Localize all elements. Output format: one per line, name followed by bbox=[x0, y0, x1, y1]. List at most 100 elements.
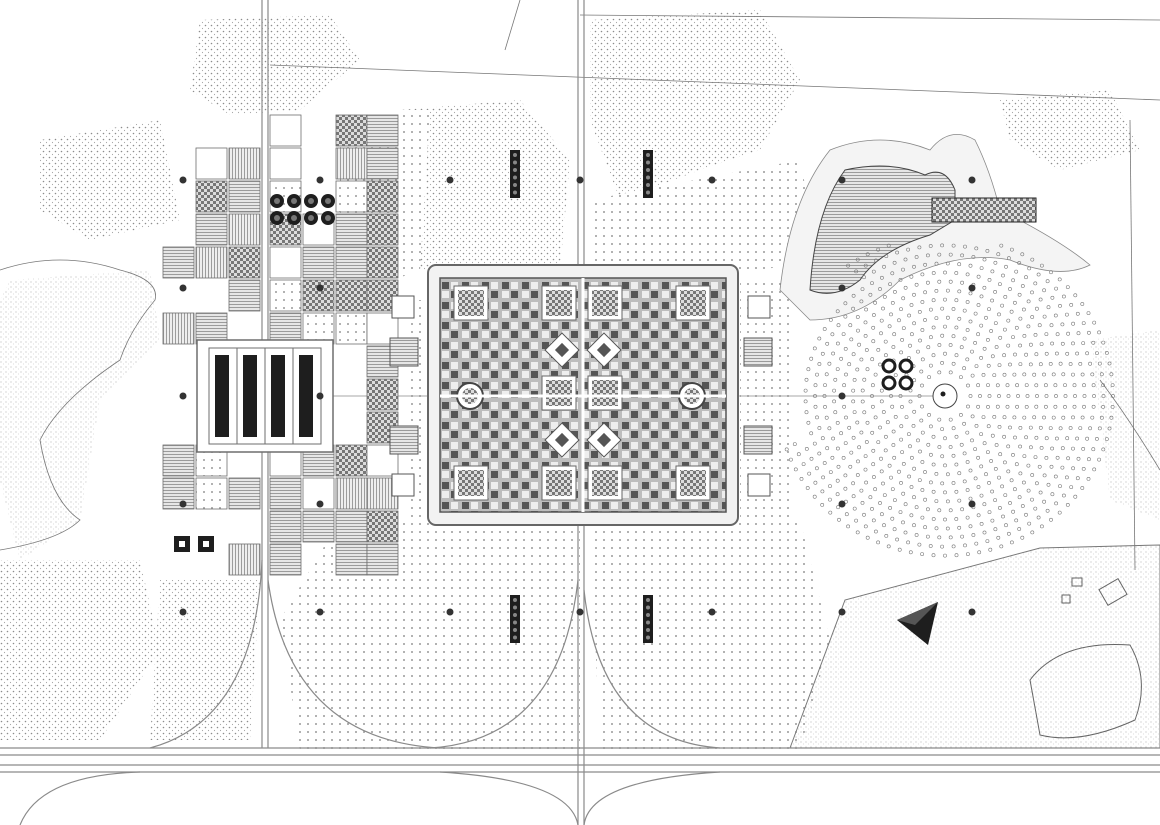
radial-dot bbox=[920, 383, 924, 388]
radial-dot bbox=[1013, 352, 1017, 357]
radial-dot bbox=[844, 372, 848, 377]
radial-dot bbox=[1020, 504, 1025, 508]
ramp bbox=[439, 771, 579, 825]
radial-dot bbox=[1087, 330, 1091, 335]
radial-dot bbox=[993, 527, 998, 532]
radial-dot bbox=[843, 441, 848, 446]
terrain-patch bbox=[1000, 90, 1140, 170]
radial-dot bbox=[990, 433, 995, 438]
radial-dot bbox=[1097, 330, 1102, 335]
radial-dot bbox=[839, 431, 844, 436]
radial-dot bbox=[987, 510, 992, 514]
radial-dot bbox=[865, 367, 870, 372]
court-core bbox=[546, 470, 572, 496]
radial-dot bbox=[1022, 333, 1027, 338]
radial-dot bbox=[970, 414, 975, 419]
radial-dot bbox=[860, 287, 865, 292]
radial-dot bbox=[986, 404, 990, 409]
radial-dot bbox=[1027, 521, 1032, 526]
radial-dot bbox=[830, 332, 835, 337]
radial-dot bbox=[931, 353, 936, 358]
radial-dot bbox=[1030, 530, 1035, 535]
radial-dot bbox=[968, 263, 973, 268]
radial-dot bbox=[1109, 415, 1114, 420]
radial-dot bbox=[986, 383, 990, 388]
radial-dot bbox=[918, 449, 922, 454]
radial-dot bbox=[849, 450, 854, 455]
radial-dot bbox=[813, 394, 817, 398]
court-core bbox=[458, 470, 484, 496]
radial-dot bbox=[898, 277, 903, 282]
radial-dot bbox=[948, 508, 953, 513]
radial-dot bbox=[851, 293, 856, 298]
pavilion-square bbox=[391, 473, 415, 497]
radial-dot bbox=[934, 526, 939, 531]
radial-dot bbox=[966, 404, 970, 409]
district-block bbox=[162, 444, 195, 477]
radial-dot bbox=[997, 312, 1001, 317]
radial-dot bbox=[937, 279, 942, 284]
radial-dot bbox=[965, 300, 970, 304]
radial-dot bbox=[927, 375, 932, 380]
radial-dot bbox=[828, 484, 832, 489]
terrain-patch bbox=[1090, 330, 1160, 520]
radial-dot bbox=[828, 497, 832, 502]
radial-dot bbox=[873, 300, 878, 305]
radial-dot bbox=[890, 487, 895, 492]
radial-dot bbox=[1039, 342, 1044, 347]
radial-dot bbox=[1055, 436, 1059, 441]
radial-dot bbox=[1005, 383, 1010, 388]
radial-dot bbox=[863, 333, 868, 338]
radial-dot bbox=[1046, 305, 1051, 310]
radial-dot bbox=[926, 534, 930, 539]
radial-dot bbox=[962, 308, 967, 313]
radial-dot bbox=[821, 475, 826, 480]
radial-dot bbox=[1032, 372, 1037, 377]
radial-dot bbox=[901, 296, 906, 301]
radial-dot bbox=[976, 303, 981, 307]
district-block bbox=[162, 477, 195, 510]
radial-dot bbox=[812, 346, 817, 351]
tower-dot bbox=[646, 160, 650, 165]
radial-dot bbox=[940, 427, 945, 432]
radial-dot bbox=[828, 470, 833, 475]
tower-dot bbox=[513, 153, 517, 157]
radial-dot bbox=[931, 489, 936, 494]
dark-block-core bbox=[203, 541, 209, 547]
radial-dot bbox=[864, 307, 869, 312]
radial-dot bbox=[954, 517, 959, 521]
district-block bbox=[162, 312, 195, 345]
district-block bbox=[366, 180, 399, 213]
radial-dot bbox=[1006, 394, 1011, 398]
radial-dot bbox=[859, 299, 864, 304]
radial-dot bbox=[990, 518, 995, 523]
radial-dot bbox=[890, 271, 895, 276]
radial-dot bbox=[831, 436, 836, 441]
radial-dot bbox=[832, 388, 837, 393]
radial-dot bbox=[1095, 351, 1099, 356]
radial-dot bbox=[1038, 425, 1043, 430]
radial-dot bbox=[987, 480, 991, 485]
district-block bbox=[269, 477, 302, 510]
small-structure bbox=[1071, 577, 1083, 587]
radial-dot bbox=[940, 360, 945, 365]
radial-dot bbox=[1022, 372, 1027, 377]
radial-dot bbox=[836, 446, 840, 451]
radial-dot bbox=[927, 412, 932, 417]
radial-dot bbox=[931, 462, 936, 467]
radial-dot bbox=[1010, 540, 1014, 545]
radial-dot bbox=[1007, 256, 1011, 261]
radial-dot bbox=[957, 316, 962, 321]
radial-dot bbox=[835, 492, 840, 497]
radial-dot bbox=[1024, 275, 1028, 280]
radial-dot bbox=[954, 462, 959, 467]
radial-dot bbox=[870, 506, 874, 511]
radial-dot bbox=[1048, 361, 1053, 366]
radial-dot bbox=[1071, 372, 1075, 377]
radial-dot bbox=[912, 321, 917, 326]
radial-dot bbox=[868, 495, 873, 500]
radial-dot bbox=[937, 343, 942, 347]
radial-dot bbox=[890, 516, 895, 521]
radial-dot bbox=[993, 466, 998, 471]
radial-dot bbox=[809, 456, 814, 461]
